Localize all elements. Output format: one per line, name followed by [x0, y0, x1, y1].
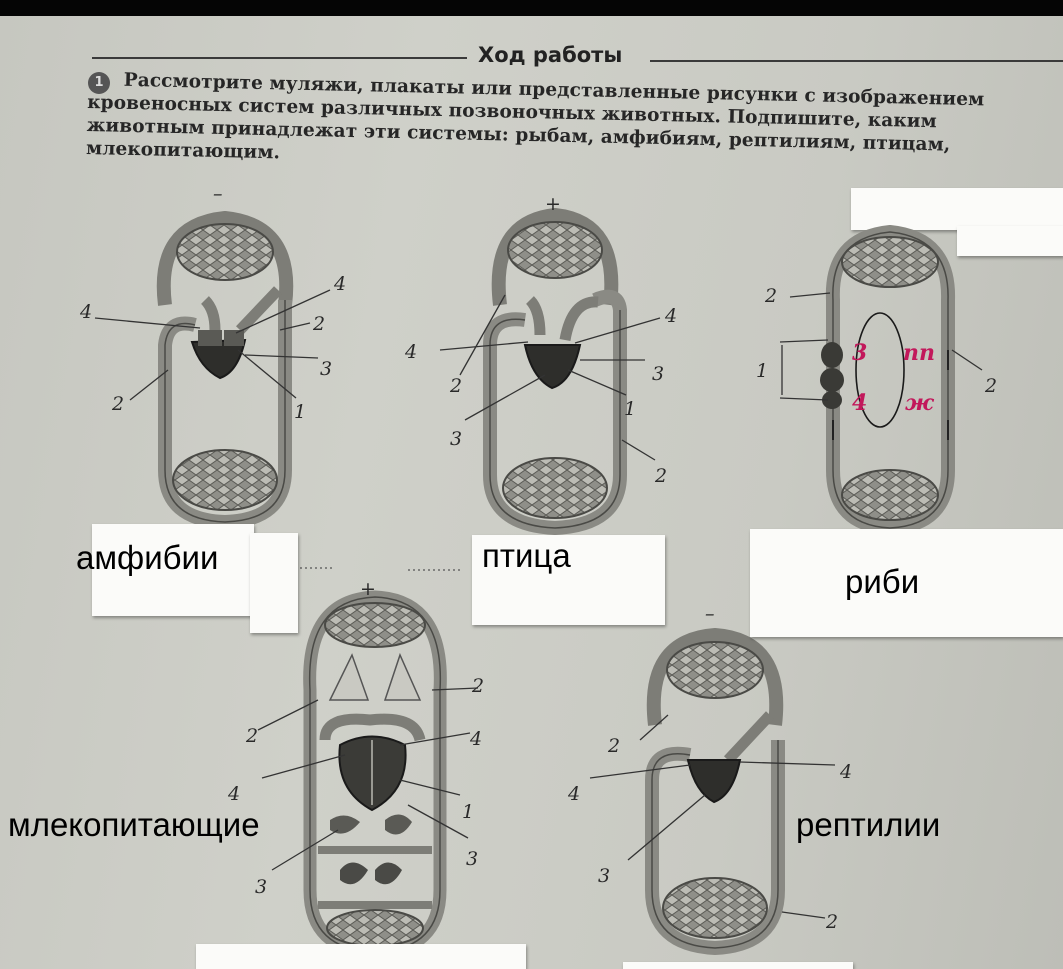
amphibian-label-3: 3: [320, 358, 332, 380]
fish-label-4: 4: [852, 390, 867, 416]
bird-sign: +: [545, 193, 561, 215]
fish-label-2-right: 2: [984, 375, 997, 397]
fish-label-ventricle: ж: [905, 390, 935, 416]
mammal-label-4-left: 4: [227, 783, 240, 805]
bird-label-2-right: 2: [654, 465, 667, 487]
mammal-label-1: 1: [462, 801, 474, 823]
fish-label-1: 1: [756, 360, 768, 382]
fish-diagram: 2 1 2 3 4 пп ж: [756, 224, 997, 536]
task-number-badge: 1: [88, 72, 110, 94]
fish-label-2-left: 2: [764, 285, 777, 307]
caption-reptile: рептилии: [796, 806, 941, 843]
answer-card-amphibian: [92, 524, 254, 616]
bird-diagram: + 4 4 2 3 3 1 2: [404, 193, 677, 536]
answer-card-bottom: [196, 944, 526, 969]
reptile-label-2-right: 2: [825, 911, 838, 933]
amphibian-label-4-right: 4: [333, 273, 346, 295]
mammal-label-3-left: 3: [255, 876, 267, 898]
mammal-label-4-right: 4: [469, 728, 482, 750]
bird-label-3-left: 3: [450, 428, 462, 450]
amphibian-label-4-left: 4: [79, 301, 92, 323]
answer-card-amphibian-edge: [250, 533, 298, 633]
reptile-label-4-right: 4: [839, 761, 852, 783]
fish-label-3: 3: [852, 340, 867, 366]
reptile-diagram: – 2 4 4 3 2: [567, 603, 852, 956]
answer-card-fish: [750, 529, 1063, 637]
mammal-sign: +: [360, 578, 376, 600]
reptile-label-4-left: 4: [567, 783, 580, 805]
bird-label-1: 1: [624, 398, 636, 420]
amphibian-label-2-right: 2: [312, 313, 325, 335]
dark-top-edge: [0, 0, 1063, 16]
mammal-label-2-left: 2: [245, 725, 258, 747]
caption-bird: птица: [482, 537, 571, 574]
section-title: Ход работы: [478, 43, 623, 67]
bird-label-3-right: 3: [652, 363, 664, 385]
mammal-label-3-right: 3: [466, 848, 478, 870]
bird-label-4-left: 4: [404, 341, 417, 363]
answer-card-bottom-right: [623, 962, 853, 969]
reptile-label-2-left: 2: [607, 735, 620, 757]
title-rule-left: [92, 57, 467, 59]
bird-label-4-right: 4: [664, 305, 677, 327]
amphibian-diagram: – 4 4 2 3 2 1: [79, 183, 346, 530]
caption-amphibian: амфибии: [76, 539, 219, 576]
mammal-diagram: + 2 2 4 4 1 3 3: [227, 578, 484, 959]
reptile-sign: –: [705, 603, 715, 625]
title-rule-right: [650, 60, 1063, 62]
amphibian-label-1: 1: [294, 401, 306, 423]
answer-card-bird: [472, 535, 665, 625]
bird-label-2-left: 2: [449, 375, 462, 397]
caption-mammal: млекопитающие: [8, 806, 260, 843]
reptile-label-3: 3: [598, 865, 610, 887]
blank-paper-strip: [957, 226, 1063, 256]
amphibian-sign: –: [213, 183, 223, 205]
blank-paper-strip: [851, 188, 1063, 230]
amphibian-label-2-left: 2: [111, 393, 124, 415]
fish-label-atrium: пп: [903, 340, 935, 366]
caption-fish: риби: [845, 563, 920, 600]
mammal-label-2-right: 2: [471, 675, 484, 697]
